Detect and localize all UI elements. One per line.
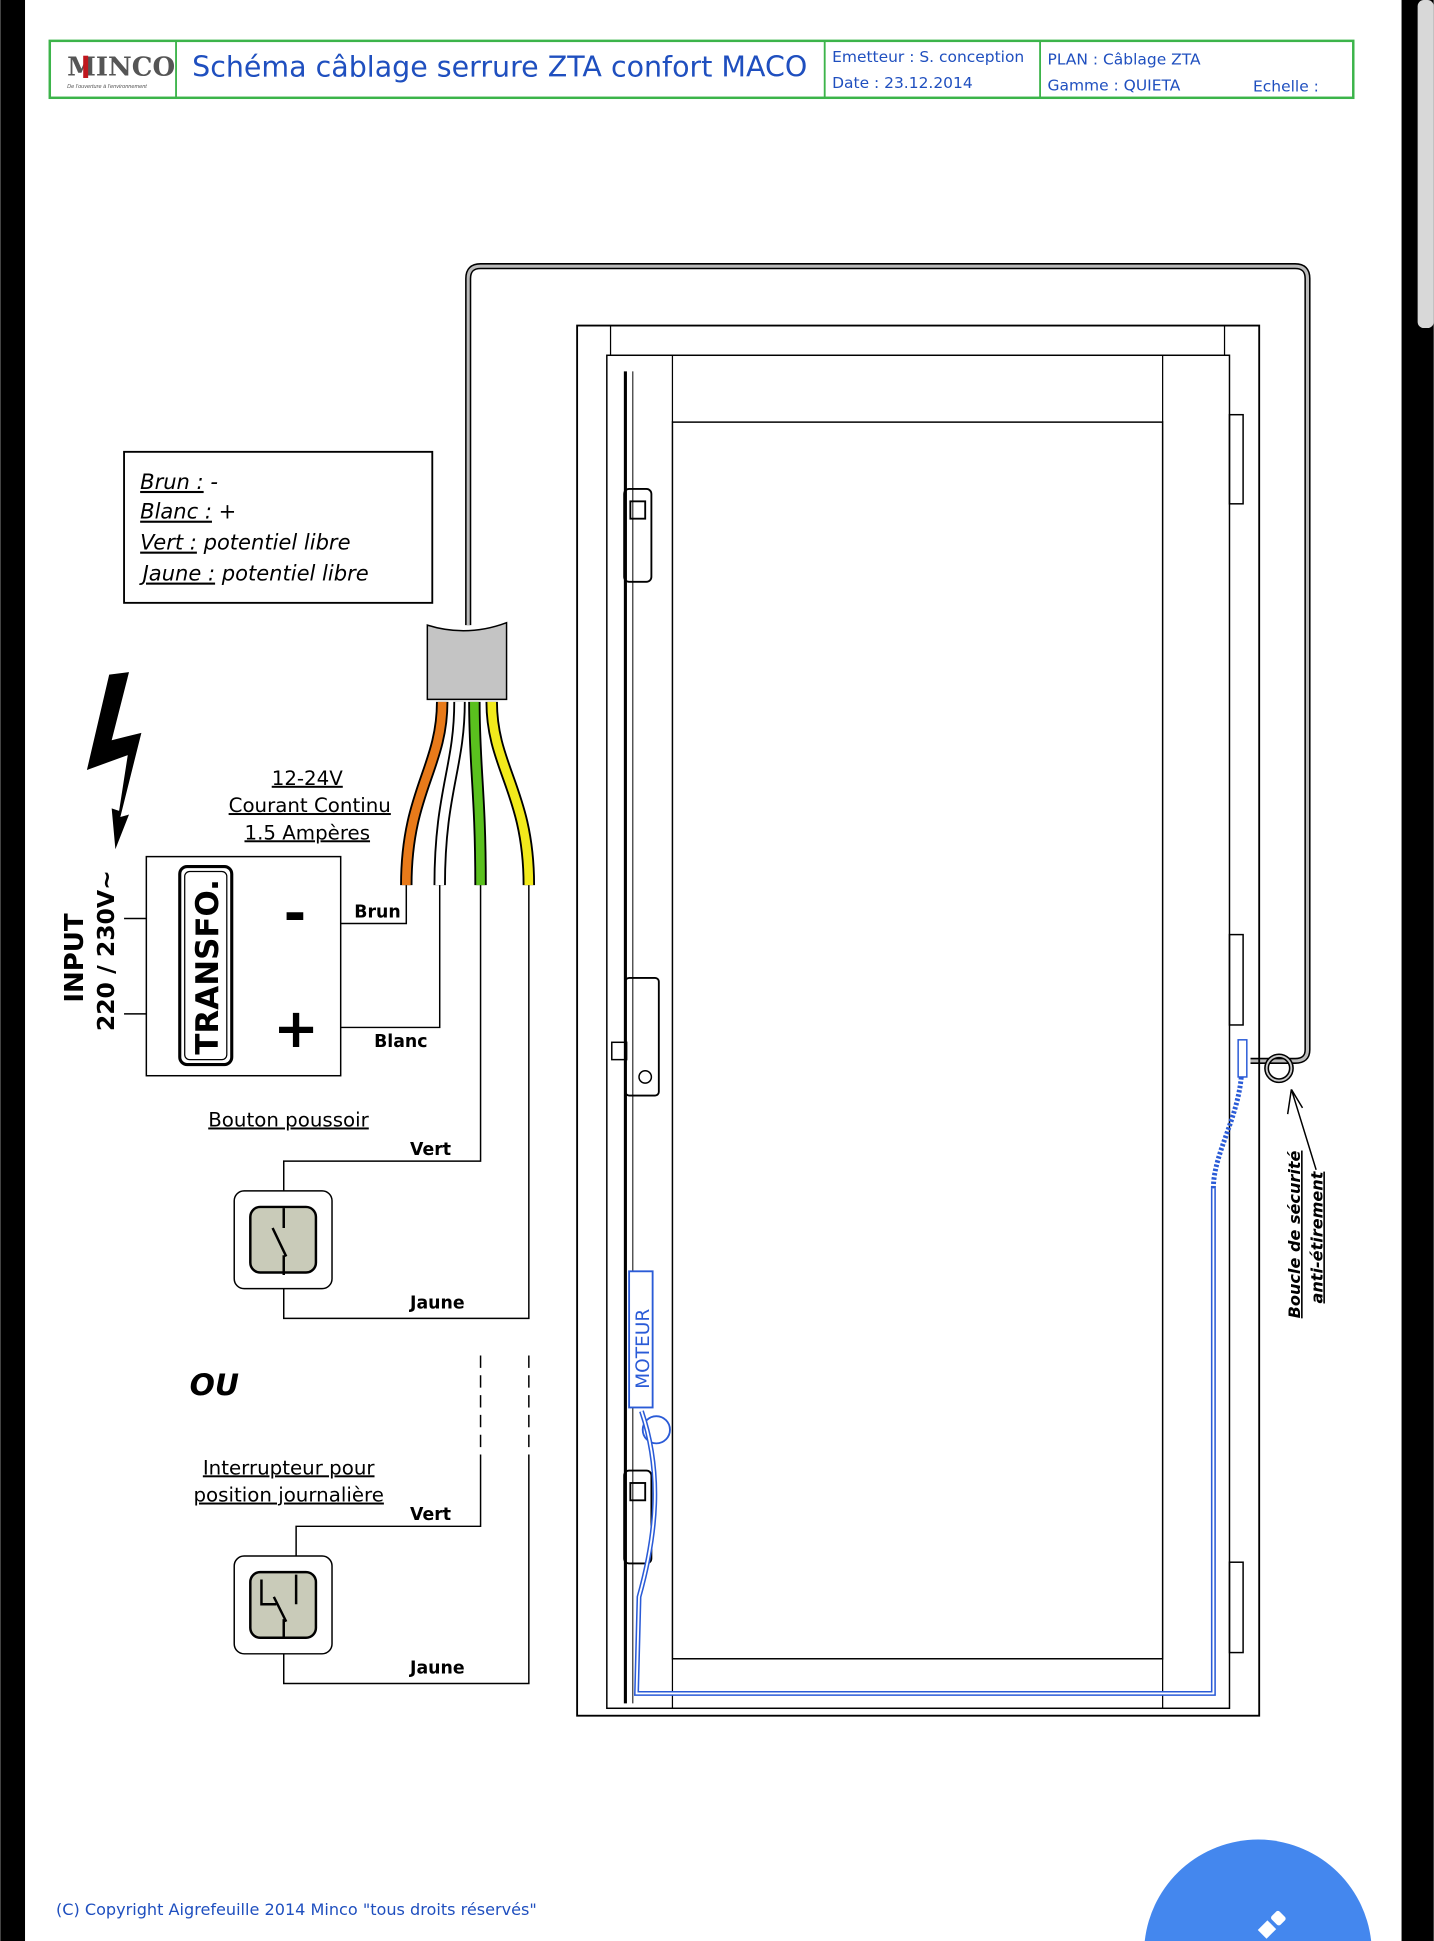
echelle: Echelle : (1253, 78, 1319, 96)
door-drawing (576, 324, 1261, 1717)
door-cable (465, 263, 1311, 1084)
plus-terminal: + (273, 996, 319, 1060)
legend-vert: Vert : potentiel libre (140, 530, 350, 555)
push-button-symbol (233, 1190, 333, 1290)
wire-bundle (282, 701, 536, 1685)
transfo-label: TRANSFO. (190, 879, 226, 1055)
plan: PLAN : Câblage ZTA (1048, 50, 1201, 68)
gamme: Gamme : QUIETA (1048, 76, 1181, 94)
push-button-vert-label: Vert (410, 1140, 451, 1160)
brun-wire-label: Brun (354, 902, 400, 922)
title-block: MINCO De l'ouverture à l'environnement S… (48, 39, 1355, 100)
loop-label-1: Boucle de sécurité (1285, 1150, 1304, 1318)
pencil-icon (1257, 1910, 1286, 1939)
transformer: TRANSFO. - + (145, 855, 342, 1077)
scrollbar-thumb[interactable] (1417, 0, 1434, 329)
loop-label-2: anti-étirement (1307, 1170, 1326, 1303)
lightning-bolt-icon (86, 672, 142, 850)
voltage-label: 12-24V (272, 767, 344, 790)
loop-arrow-icon (1286, 1088, 1317, 1171)
color-legend: Brun : - Blanc : + Vert : potentiel libr… (123, 450, 434, 604)
page-title: Schéma câblage serrure ZTA confort MACO (192, 51, 807, 84)
copyright: (C) Copyright Aigrefeuille 2014 Minco "t… (56, 1900, 537, 1919)
switch-vert-label: Vert (410, 1505, 451, 1525)
push-button-jaune-label: Jaune (409, 1293, 465, 1313)
blanc-wire-label: Blanc (374, 1032, 427, 1052)
motor: MOTEUR (628, 1039, 1248, 1696)
hinge-top (1228, 413, 1244, 505)
legend-blanc: Blanc : + (140, 499, 236, 524)
current-type-label: Courant Continu (229, 794, 391, 817)
switch-title-2: position journalière (193, 1484, 383, 1507)
lock-center (624, 976, 660, 1097)
input-label: INPUT (60, 913, 90, 1003)
lock-bottom (623, 1469, 653, 1565)
hinge-bottom (1228, 1561, 1244, 1654)
emetteur: Emetteur : S. conception (832, 48, 1024, 66)
input-voltage-label: 220 / 230V~ (92, 870, 120, 1031)
or-label: OU (190, 1368, 239, 1403)
logo-red-accent (83, 55, 89, 78)
amperage-label: 1.5 Ampères (244, 821, 370, 844)
daytime-switch-symbol (233, 1555, 333, 1655)
switch-title-1: Interrupteur pour (203, 1456, 376, 1479)
switch-jaune-label: Jaune (409, 1659, 465, 1679)
lock-top (623, 488, 653, 583)
left-edge-bar (0, 0, 26, 1941)
wire-blanc (435, 701, 464, 886)
minus-terminal: - (284, 881, 307, 945)
motor-label: MOTEUR (633, 1309, 654, 1389)
legend-jaune: Jaune : potentiel libre (139, 561, 369, 586)
wire-jaune (487, 701, 534, 886)
edit-fab-button[interactable] (1144, 1839, 1372, 1941)
push-button-title: Bouton poussoir (208, 1108, 369, 1131)
wire-brun (401, 701, 447, 886)
cable-gland (426, 621, 508, 701)
legend-brun: Brun : - (140, 469, 218, 494)
wire-vert (470, 701, 485, 886)
hinge-middle (1228, 933, 1244, 1026)
date: Date : 23.12.2014 (832, 74, 973, 92)
logo-tagline: De l'ouverture à l'environnement (67, 84, 147, 90)
